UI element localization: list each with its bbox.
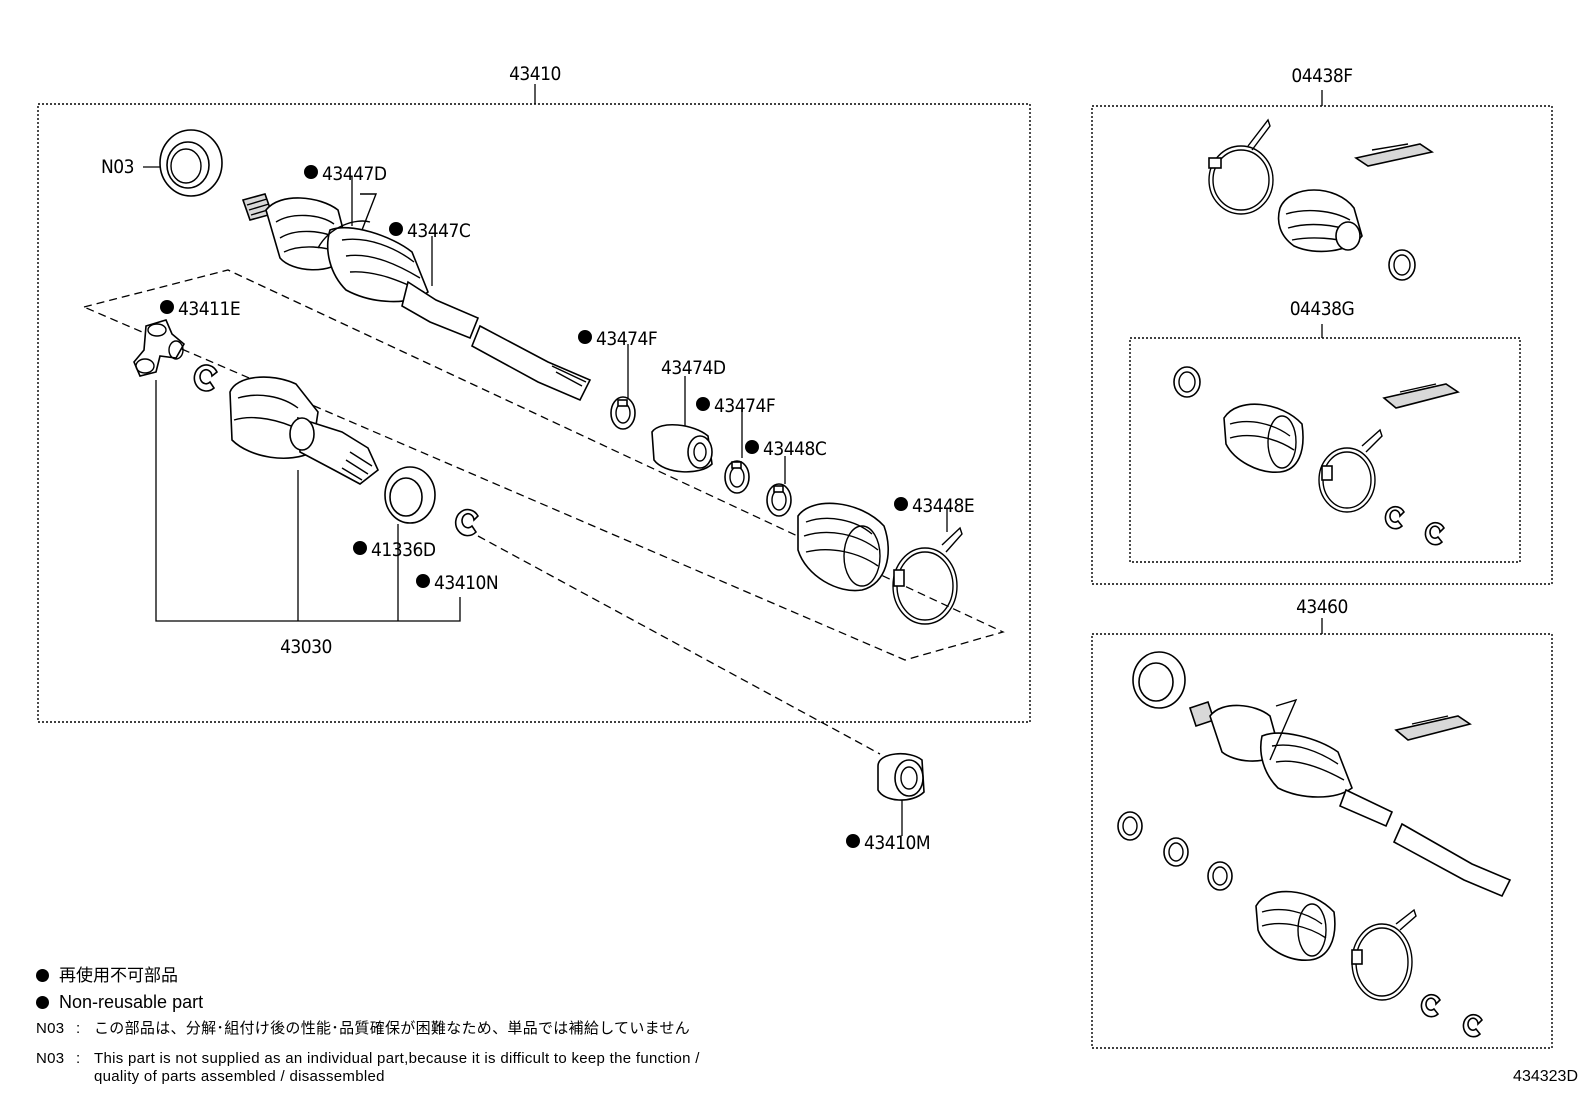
assembly-43410: 43410 N03 43447D 43447 (37, 63, 1031, 723)
inboard-boot[interactable] (797, 502, 889, 592)
part-label-n03[interactable]: N03 (101, 156, 135, 178)
kit-g-band-clamp[interactable] (1318, 428, 1383, 513)
part-label-43474F-b[interactable]: 43474F (714, 395, 776, 417)
note-code: N03 (36, 1020, 65, 1037)
assembly-04438G-frame (1129, 337, 1521, 563)
non-reusable-dot-43448E (894, 497, 908, 511)
inner-joint-group-outline (81, 269, 1005, 661)
assembly-43460-label[interactable]: 43460 (1296, 596, 1348, 618)
legend-en-text: Non-reusable part (59, 992, 204, 1012)
kit-43460-band-clamp[interactable] (1351, 908, 1417, 1001)
non-reusable-dot-43448C (745, 440, 759, 454)
assembly-04438G-label[interactable]: 04438G (1290, 298, 1355, 320)
note-n03-en: N03: This part is not supplied as an indi… (36, 1050, 700, 1086)
kit-43460-snap-ring-a[interactable] (1420, 993, 1441, 1018)
part-label-43447D[interactable]: 43447D (322, 163, 387, 185)
kit-f-grease-pack[interactable] (1353, 143, 1435, 167)
kit-g-clamp-a[interactable] (1173, 366, 1201, 398)
non-reusable-dot-43410N (416, 574, 430, 588)
note-separator: : (76, 1020, 81, 1037)
snap-ring-a[interactable] (193, 364, 218, 392)
note-text: この部品は、分解･組付け後の性能･品質確保が困難なため、単品では補給していません (94, 1020, 691, 1037)
part-label-43410M[interactable]: 43410M (864, 832, 931, 854)
note-n03-jp: N03: この部品は、分解･組付け後の性能･品質確保が困難なため、単品では補給して… (36, 1020, 690, 1038)
kit-43460-snap-ring-b[interactable] (1462, 1013, 1483, 1038)
snap-ring-43410N[interactable] (454, 508, 479, 537)
part-label-43447C[interactable]: 43447C (407, 220, 471, 242)
part-label-43474F-a[interactable]: 43474F (596, 328, 658, 350)
note-code: N03 (36, 1050, 65, 1067)
kit-43460-seal-ring[interactable] (1132, 651, 1186, 709)
assembly-04438F: 04438F 04438G (1091, 65, 1553, 585)
assembly-04438F-frame (1091, 105, 1553, 585)
kit-43460-grease-pack[interactable] (1394, 715, 1472, 741)
ring-43410M[interactable] (877, 753, 925, 801)
clamp-43474F-a[interactable] (610, 396, 636, 430)
non-reusable-dot-43474F-b (696, 397, 710, 411)
non-reusable-dot-41336D (353, 541, 367, 555)
kit-f-boot[interactable] (1277, 189, 1363, 253)
kit-f-band-clamp[interactable] (1208, 118, 1274, 215)
part-label-43474D[interactable]: 43474D (661, 357, 726, 379)
part-label-43030[interactable]: 43030 (280, 636, 332, 658)
outer-shaft-assembly[interactable] (241, 193, 592, 402)
legend-jp: 再使用不可部品 (36, 966, 178, 986)
non-reusable-dot-43447C (389, 222, 403, 236)
kit-g-snap-ring-b[interactable] (1424, 521, 1445, 546)
inboard-joint-housing[interactable] (229, 376, 379, 485)
band-clamp-43448E[interactable] (892, 526, 963, 625)
non-reusable-dot-43410M (846, 834, 860, 848)
bracket-43030 (155, 380, 461, 622)
non-reusable-dot-43474F-a (578, 330, 592, 344)
kit-43460-boot[interactable] (1255, 890, 1336, 961)
kit-g-grease-pack[interactable] (1382, 383, 1460, 409)
part-label-43411E[interactable]: 43411E (178, 298, 241, 320)
ring-41336D[interactable] (384, 466, 436, 524)
non-reusable-dot-43411E (160, 300, 174, 314)
note-separator: : (76, 1050, 81, 1067)
damper-43474D[interactable] (651, 423, 713, 473)
assembly-43410-label[interactable]: 43410 (509, 63, 561, 85)
drawing-number: 434323D (1513, 1068, 1578, 1085)
non-reusable-dot-icon (36, 996, 49, 1009)
part-label-43448C[interactable]: 43448C (763, 438, 827, 460)
tripod-joint[interactable] (133, 319, 186, 377)
kit-43460-shaft-assembly[interactable] (1188, 698, 1512, 898)
assembly-04438F-label[interactable]: 04438F (1291, 65, 1353, 87)
assembly-04438G: 04438G (1129, 298, 1521, 563)
non-reusable-dot-icon (36, 969, 49, 982)
n03-seal-ring[interactable] (159, 129, 223, 197)
kit-g-boot[interactable] (1223, 403, 1304, 473)
leader-43410M (477, 535, 881, 755)
part-label-41336D[interactable]: 41336D (371, 539, 436, 561)
kit-g-snap-ring-a[interactable] (1384, 505, 1405, 530)
assembly-43410-frame (37, 103, 1031, 723)
assembly-43460: 43460 (1091, 596, 1553, 1049)
legend-en: Non-reusable part (36, 992, 203, 1012)
kit-f-clamp[interactable] (1388, 249, 1416, 281)
kit-43460-clamp-b[interactable] (1163, 837, 1189, 867)
kit-43460-clamp-c[interactable] (1207, 861, 1233, 891)
non-reusable-dot-43447D (304, 165, 318, 179)
clamp-43448C[interactable] (766, 483, 792, 517)
legend-jp-text: 再使用不可部品 (59, 966, 178, 985)
clamp-43474F-b[interactable] (724, 460, 750, 494)
kit-43460-clamp-a[interactable] (1117, 811, 1143, 841)
part-label-43410N[interactable]: 43410N (434, 572, 499, 594)
part-label-43448E[interactable]: 43448E (912, 495, 975, 517)
note-text-line2: quality of parts assembled / disassemble… (94, 1068, 385, 1085)
note-text-line1: This part is not supplied as an individu… (94, 1050, 700, 1067)
